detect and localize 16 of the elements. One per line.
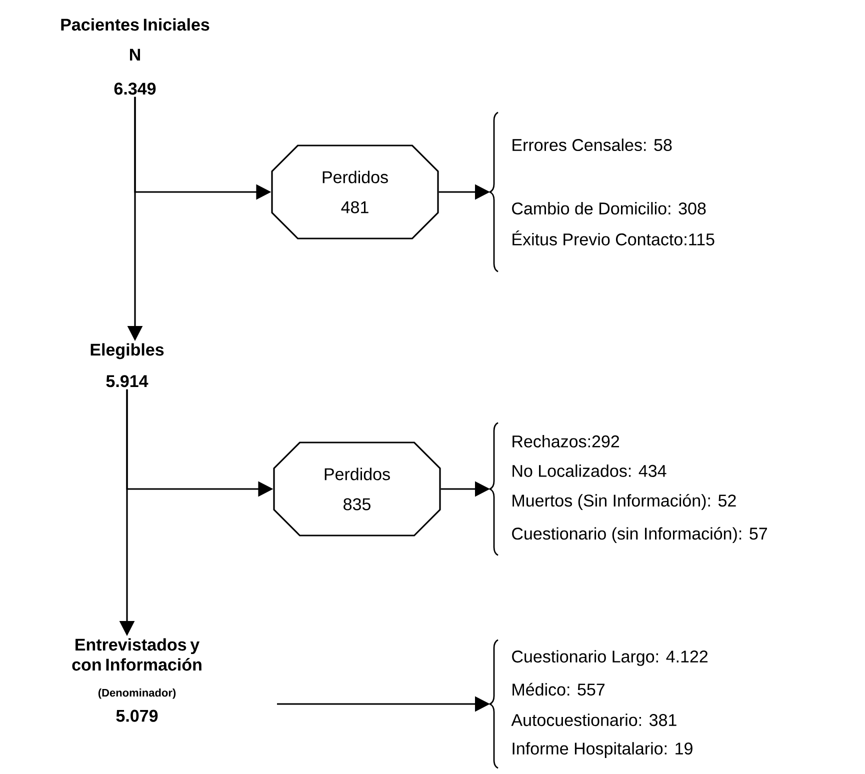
list-item: Autocuestionario: 381 bbox=[511, 714, 676, 726]
list-item: Muertos (Sin Información): 52 bbox=[512, 494, 736, 510]
list-item: No Localizados: 434 bbox=[512, 464, 666, 477]
list-item: Cambio de Domicilio: 308 bbox=[512, 202, 706, 215]
list-item: Errores Censales: 58 bbox=[512, 138, 672, 152]
list-item: Cuestionario (sin Información): 57 bbox=[512, 527, 767, 544]
list-item: Cuestionario Largo: 4.122 bbox=[512, 650, 708, 666]
list-item: Éxitus Previo Contacto:115 bbox=[512, 230, 714, 246]
stage-label: Elegibles 5.914 bbox=[90, 343, 164, 388]
list-item: Informe Hospitalario: 19 bbox=[512, 742, 692, 758]
octagon-box: Perdidos 835 bbox=[273, 442, 441, 536]
list-item: Rechazos:292 bbox=[512, 435, 619, 448]
stage-label: Pacientes Iniciales N 6.349 bbox=[61, 18, 210, 95]
stage-label: Entrevistados y con Información (Denominador) 5.079 bbox=[72, 638, 202, 722]
octagon-box: Perdidos 481 bbox=[271, 144, 439, 240]
list-item: Médico: 557 bbox=[512, 682, 604, 696]
